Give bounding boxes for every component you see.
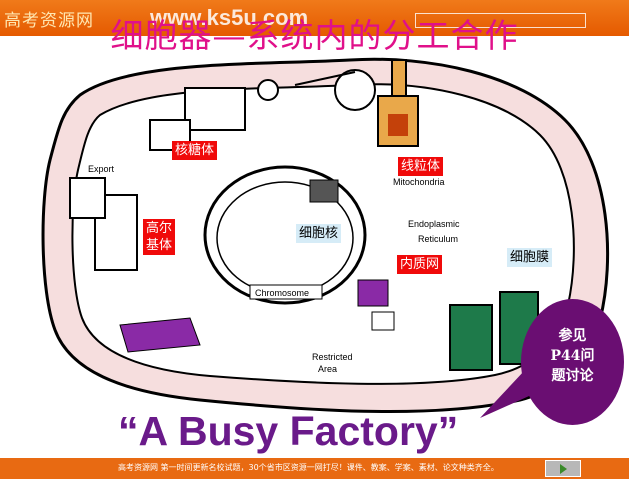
page-title: 细胞器—系统内的分工合作 bbox=[110, 16, 519, 55]
label-nucleus: 细胞核 bbox=[296, 224, 342, 243]
purple-packages bbox=[119, 317, 201, 353]
footer-bar: 高考资源网 第一时间更新名校试题，30个省市区资源一网打尽！课件、教案、学案、素… bbox=[0, 458, 629, 479]
export-text: Export bbox=[88, 164, 115, 174]
callout-line3: 题讨论 bbox=[551, 368, 594, 384]
area-text: Area bbox=[318, 364, 337, 374]
golgi-shelves bbox=[94, 194, 138, 271]
site-url: www.ks5u.com bbox=[150, 5, 309, 30]
next-slide-button[interactable] bbox=[545, 460, 581, 477]
chromosome-text: Chromosome bbox=[255, 288, 309, 298]
gear-icon bbox=[334, 69, 376, 111]
callout-bubble bbox=[521, 299, 624, 425]
label-golgi: 高尔 基体 bbox=[143, 219, 176, 255]
site-logo: 高考资源网 bbox=[4, 11, 94, 31]
exit-door-left bbox=[449, 304, 493, 371]
mitochondria-text: Mitochondria bbox=[393, 177, 445, 187]
header-banner bbox=[415, 13, 586, 28]
caption-busy-factory: “A Busy Factory” bbox=[118, 408, 459, 454]
footer-text: 高考资源网 第一时间更新名校试题，30个省市区资源一网打尽！课件、教案、学案、素… bbox=[118, 463, 499, 472]
label-golgi-line2: 基体 bbox=[146, 238, 173, 253]
label-membrane: 细胞膜 bbox=[507, 248, 553, 267]
computer-terminal bbox=[309, 179, 339, 203]
site-header: 高考资源网 www.ks5u.com bbox=[0, 0, 629, 36]
label-er: 内质网 bbox=[397, 255, 443, 274]
er-package bbox=[357, 279, 389, 307]
callout-text: 参见 P44问 题讨论 bbox=[521, 326, 624, 386]
play-arrow-icon bbox=[560, 464, 567, 474]
restricted-text: Restricted bbox=[312, 352, 353, 362]
endoplasmic-text: Endoplasmic bbox=[408, 219, 460, 229]
callout-line1: 参见 bbox=[558, 328, 587, 344]
reticulum-text: Reticulum bbox=[418, 234, 458, 244]
label-mitochondrion: 线粒体 bbox=[398, 157, 444, 176]
ribosome-machine bbox=[184, 87, 246, 131]
chromosome-sign bbox=[249, 284, 323, 300]
label-ribosome: 核糖体 bbox=[172, 141, 218, 160]
label-golgi-line1: 高尔 bbox=[146, 221, 173, 236]
callout-line2: P44问 bbox=[550, 348, 595, 364]
